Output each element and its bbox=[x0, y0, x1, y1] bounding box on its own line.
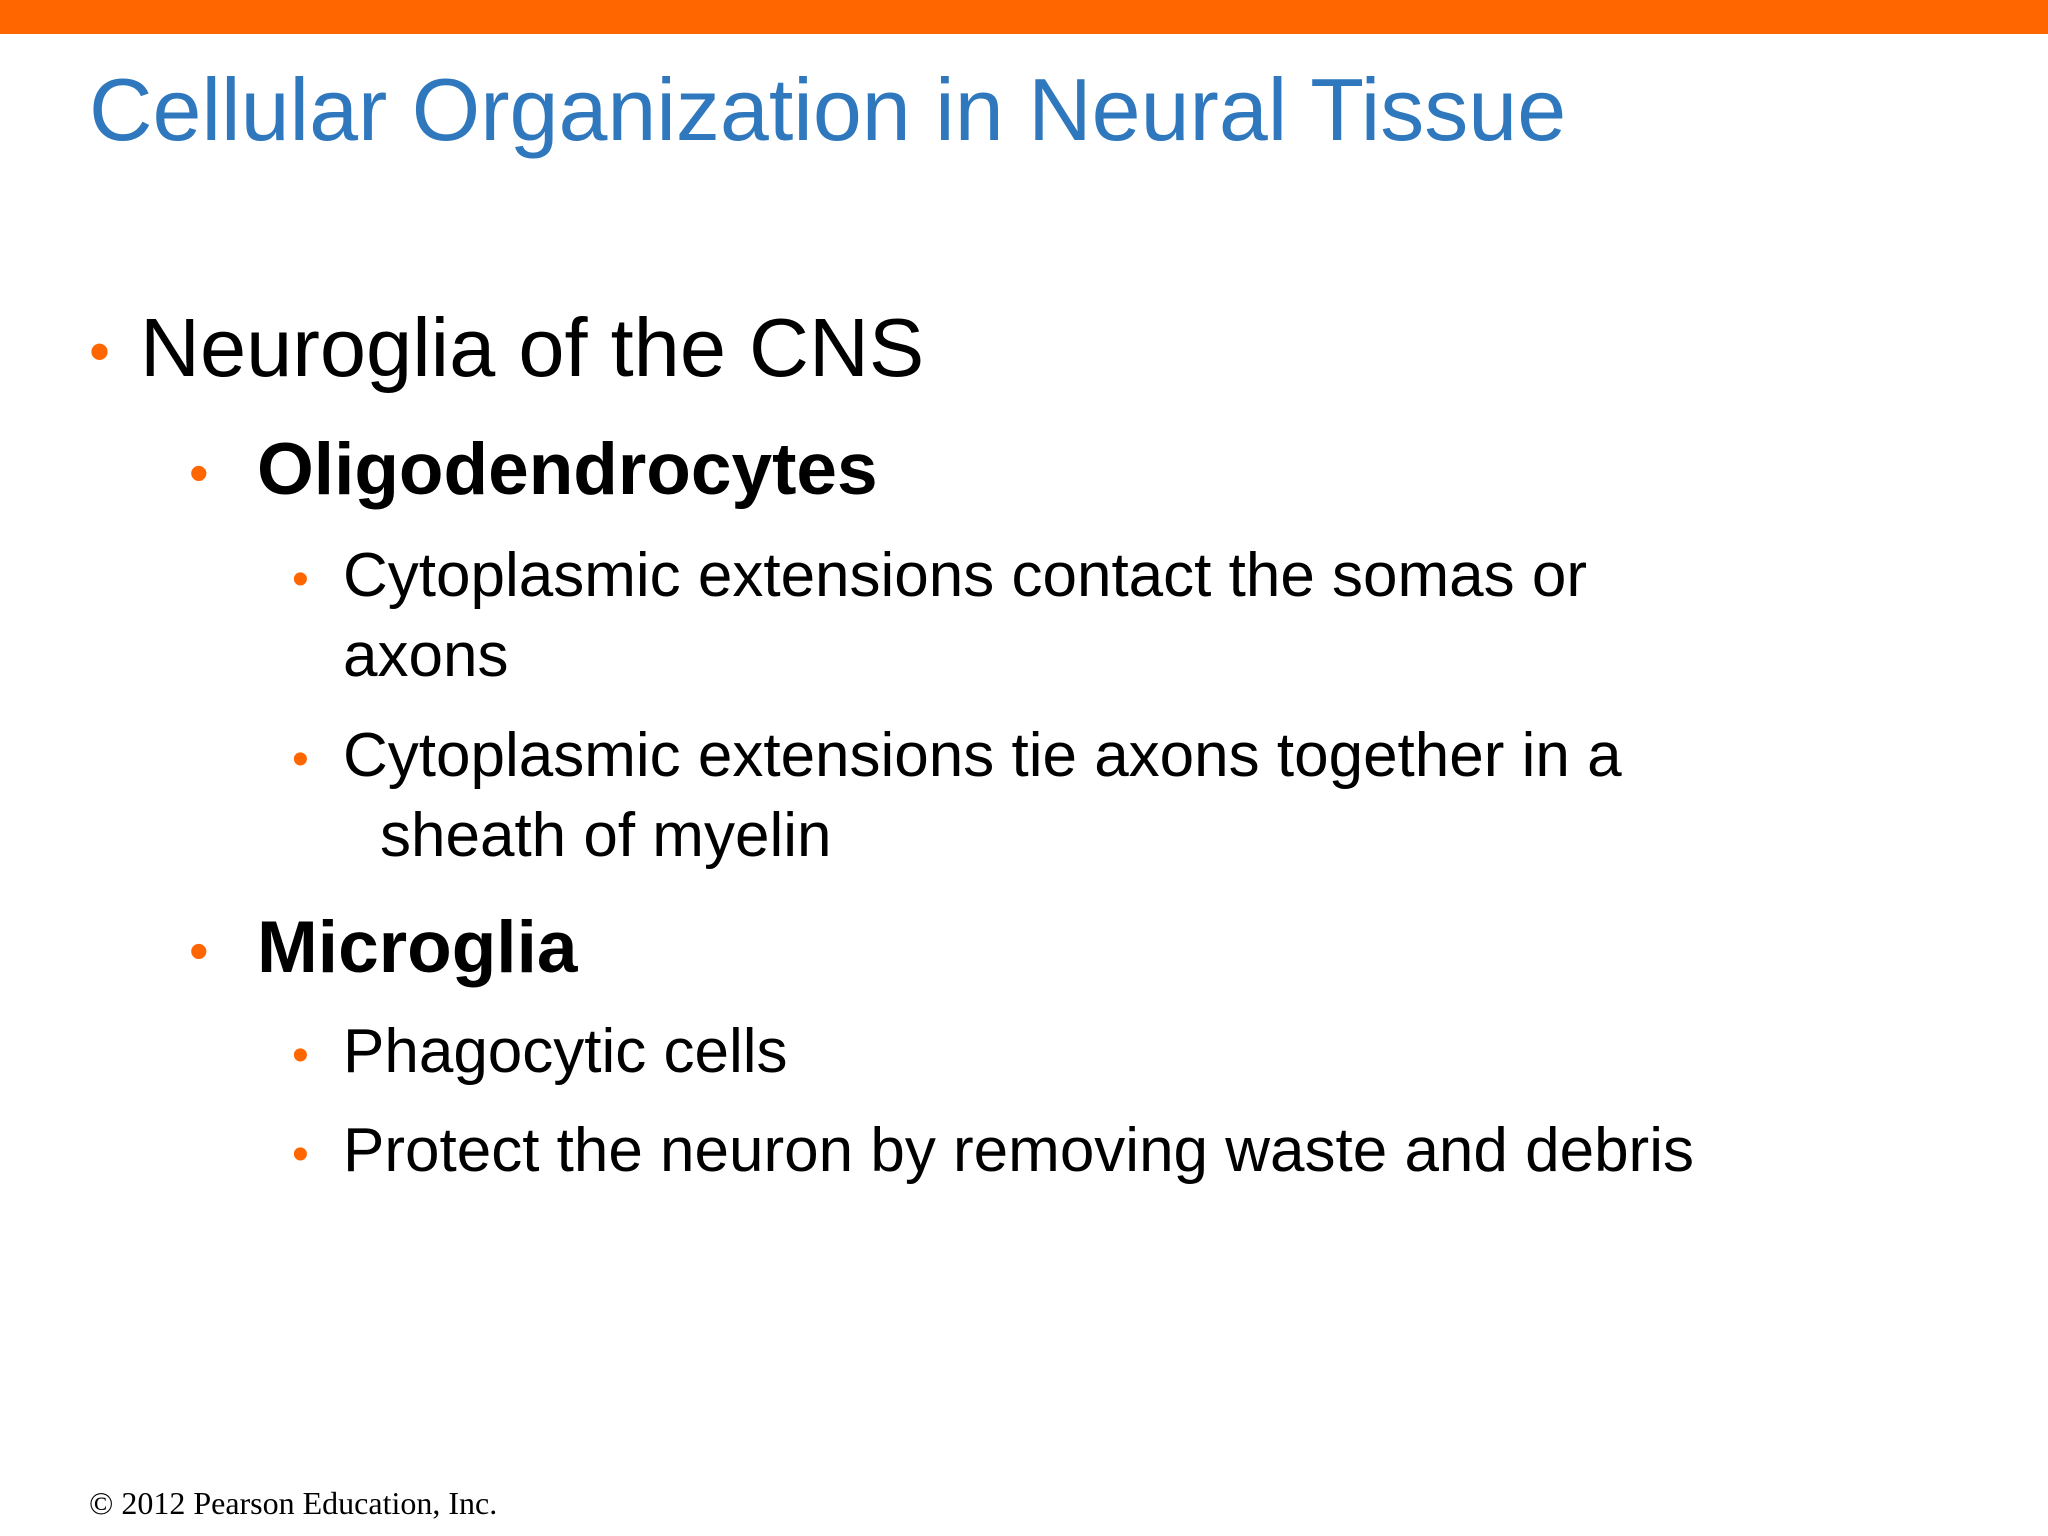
bullet-neuroglia: • bbox=[89, 318, 111, 385]
point-tie-axons-line1: Cytoplasmic extensions tie axons togethe… bbox=[343, 721, 1622, 790]
bullet-contact-somas: • bbox=[292, 553, 309, 606]
point-contact-somas-line1: Cytoplasmic extensions contact the somas… bbox=[343, 541, 1587, 610]
subheading-oligodendrocytes: Oligodendrocytes bbox=[257, 429, 878, 510]
point-phagocytic-cells: Phagocytic cells bbox=[343, 1017, 788, 1086]
point-contact-somas-line2: axons bbox=[343, 621, 509, 690]
point-tie-axons-line2: sheath of myelin bbox=[380, 801, 832, 870]
bullet-protect-neuron: • bbox=[292, 1128, 309, 1181]
bullet-microglia: • bbox=[189, 919, 209, 982]
slide-title: Cellular Organization in Neural Tissue bbox=[89, 60, 1567, 159]
top-accent-bar bbox=[0, 0, 2048, 34]
bullet-oligodendrocytes: • bbox=[189, 441, 209, 504]
point-protect-neuron: Protect the neuron by removing waste and… bbox=[343, 1116, 1694, 1185]
copyright-footer: © 2012 Pearson Education, Inc. bbox=[89, 1485, 498, 1521]
bullet-tie-axons: • bbox=[292, 733, 309, 786]
bullet-phagocytic: • bbox=[292, 1029, 309, 1082]
subheading-microglia: Microglia bbox=[257, 907, 578, 988]
heading-neuroglia-cns: Neuroglia of the CNS bbox=[140, 301, 925, 394]
